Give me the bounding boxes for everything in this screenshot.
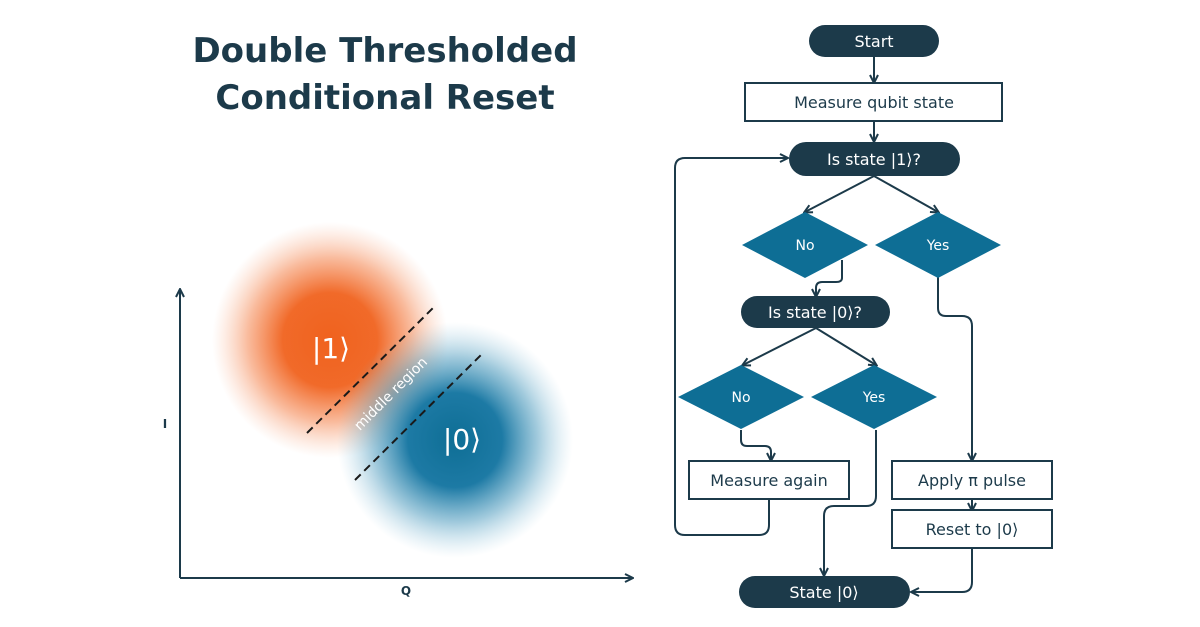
arrow-decision2-to-no	[743, 327, 817, 365]
measure-again-node	[688, 460, 850, 500]
arrow-decision2-to-yes	[815, 327, 876, 365]
no1-label: No	[795, 238, 814, 254]
arrow-yes1-to-pulse	[937, 277, 972, 460]
measure-label: Measure qubit state	[794, 93, 954, 112]
x-axis-label: Q	[401, 584, 411, 598]
y-axis-label: I	[163, 417, 167, 431]
state-one-label: |1⟩	[312, 332, 350, 365]
arrow-decision1-to-yes	[873, 175, 938, 212]
no2-label: No	[731, 390, 750, 406]
no2-diamond	[678, 365, 804, 429]
apply-pulse-node	[891, 460, 1053, 500]
flowchart	[674, 25, 1053, 608]
arrow-yes2-to-final	[824, 430, 877, 575]
measure-again-label: Measure again	[710, 471, 827, 490]
yes2-label: Yes	[862, 390, 886, 406]
decision1-node	[789, 142, 960, 176]
yes2-diamond	[811, 365, 937, 429]
decision2-node	[741, 296, 890, 328]
state-zero-cloud	[337, 322, 573, 558]
final-state-node	[739, 576, 910, 608]
apply-pulse-label: Apply π pulse	[918, 471, 1026, 490]
decision2-label: Is state |0⟩?	[768, 303, 862, 322]
no1-diamond	[742, 212, 868, 278]
title-line-1: Double Thresholded	[192, 31, 578, 71]
start-node	[809, 25, 939, 57]
decision1-label: Is state |1⟩?	[827, 150, 921, 169]
start-label: Start	[854, 32, 893, 51]
reset-label: Reset to |0⟩	[926, 520, 1019, 539]
arrow-loop-back	[674, 158, 787, 536]
yes1-diamond	[875, 212, 1001, 278]
threshold-line-lower	[354, 352, 484, 481]
arrow-no2-to-measure-again	[740, 430, 771, 460]
title-line-2: Conditional Reset	[215, 78, 555, 118]
measure-node	[744, 82, 1003, 122]
arrow-decision1-to-no	[805, 175, 875, 212]
yes1-label: Yes	[926, 238, 950, 254]
final-state-label: State |0⟩	[789, 583, 858, 602]
page-title: Double Thresholded Conditional Reset	[150, 28, 620, 122]
state-zero-label: |0⟩	[443, 423, 481, 456]
threshold-line-upper	[306, 306, 435, 434]
flowchart-labels: Start Measure qubit state Is state |1⟩? …	[710, 32, 1026, 602]
iq-plot: I Q middle region |1⟩ |0⟩	[163, 222, 632, 598]
arrow-reset-to-final	[912, 548, 973, 592]
reset-node	[891, 509, 1053, 549]
arrow-no1-to-decision2	[816, 260, 843, 296]
